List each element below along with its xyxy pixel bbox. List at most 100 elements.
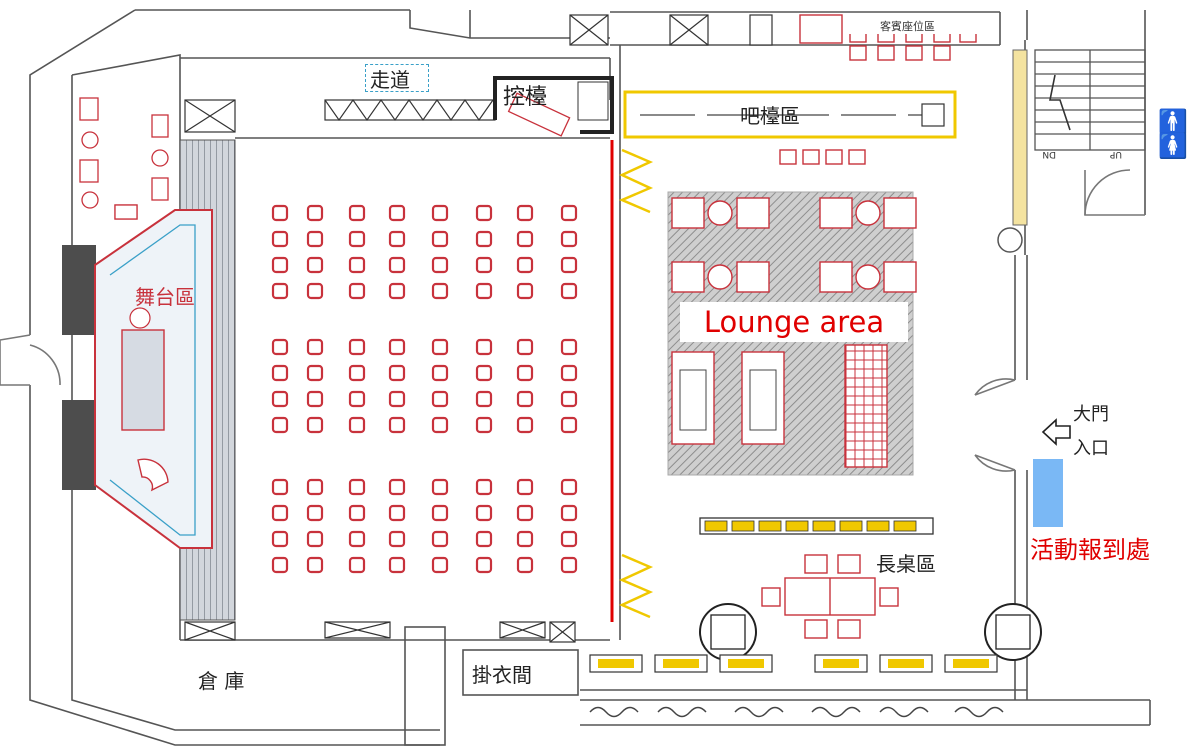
audience-seat — [516, 390, 534, 408]
audience-seat — [560, 282, 578, 300]
stage-area-label: 舞台區 — [135, 285, 195, 309]
audience-seat — [388, 416, 406, 434]
audience-seat — [306, 504, 324, 522]
audience-seat — [431, 556, 449, 574]
wall-block — [62, 400, 96, 490]
audience-seat — [516, 282, 534, 300]
audience-seat — [388, 390, 406, 408]
audience-seat — [560, 556, 578, 574]
audience-seat — [271, 478, 289, 496]
audience-seat — [560, 478, 578, 496]
storage-label: 倉 庫 — [198, 669, 244, 693]
bar-area-label: 吧檯區 — [740, 104, 800, 128]
audience-seat — [516, 204, 534, 222]
right-wall-panel — [1012, 49, 1028, 226]
audience-seat — [516, 256, 534, 274]
bottom-cabinets — [184, 621, 576, 643]
audience-seat — [560, 416, 578, 434]
top-cabinets — [184, 14, 773, 133]
stair-up-label: UP — [1109, 149, 1122, 159]
audience-seat — [271, 230, 289, 248]
audience-seat — [348, 204, 366, 222]
audience-seat — [560, 390, 578, 408]
audience-seat — [431, 204, 449, 222]
audience-seat — [475, 530, 493, 548]
audience-seat — [560, 230, 578, 248]
walkway-highlight-box — [365, 64, 429, 92]
audience-seat — [516, 478, 534, 496]
audience-seat — [348, 530, 366, 548]
audience-seat — [431, 530, 449, 548]
audience-seat — [431, 416, 449, 434]
audience-seat — [271, 338, 289, 356]
vip-seating — [779, 14, 977, 165]
registration-desk-marker[interactable] — [1033, 459, 1063, 527]
audience-seat — [388, 282, 406, 300]
audience-seat — [348, 416, 366, 434]
audience-seat — [388, 364, 406, 382]
main-entrance-label-1: 大門 — [1073, 404, 1109, 425]
audience-seat — [271, 204, 289, 222]
spring-top — [618, 148, 654, 214]
audience-seat — [388, 556, 406, 574]
audience-seat — [560, 530, 578, 548]
audience-seat — [516, 530, 534, 548]
audience-seat — [306, 390, 324, 408]
audience-seat — [475, 390, 493, 408]
audience-seat — [348, 478, 366, 496]
audience-seat — [306, 364, 324, 382]
audience-seat — [560, 338, 578, 356]
audience-seat — [348, 230, 366, 248]
audience-seat — [431, 390, 449, 408]
audience-seat — [475, 204, 493, 222]
audience-seat — [516, 338, 534, 356]
audience-seat — [271, 390, 289, 408]
audience-seat — [306, 230, 324, 248]
audience-seat — [306, 338, 324, 356]
audience-seat — [475, 364, 493, 382]
audience-seat — [516, 416, 534, 434]
bar-counter — [623, 90, 957, 139]
audience-seat — [271, 416, 289, 434]
planter-row — [589, 706, 1004, 718]
audience-seat — [475, 556, 493, 574]
registration-desk-label: 活動報到處 — [1030, 536, 1150, 564]
audience-seat — [306, 556, 324, 574]
audience-seat — [306, 530, 324, 548]
audience-seat — [271, 282, 289, 300]
main-entrance-label-2: 入口 — [1073, 438, 1109, 459]
staircase — [1034, 49, 1146, 151]
audience-seat — [431, 478, 449, 496]
stage-side-seat — [114, 204, 138, 220]
audience-seat — [348, 282, 366, 300]
spring-bottom — [618, 553, 654, 619]
audience-seat — [388, 230, 406, 248]
left-arrow-icon — [1041, 418, 1071, 446]
vip-seating-label: 客賓座位區 — [880, 19, 935, 33]
cloakroom-label: 掛衣間 — [472, 663, 532, 687]
stage — [94, 139, 236, 621]
audience-seat — [306, 256, 324, 274]
audience-seat — [306, 416, 324, 434]
audience-seat — [388, 204, 406, 222]
audience-seat — [348, 556, 366, 574]
audience-seat — [560, 204, 578, 222]
audience-seat — [348, 390, 366, 408]
audience-seat — [348, 256, 366, 274]
audience-seat — [388, 530, 406, 548]
audience-seat — [271, 256, 289, 274]
audience-seat — [560, 364, 578, 382]
audience-seating — [271, 204, 578, 574]
audience-seat — [431, 338, 449, 356]
stair-down-label: DN — [1042, 149, 1056, 159]
audience-seat — [306, 282, 324, 300]
audience-seat — [475, 230, 493, 248]
long-table-area-label: 長桌區 — [876, 552, 936, 576]
audience-seat — [388, 504, 406, 522]
audience-seat — [475, 478, 493, 496]
audience-seat — [516, 556, 534, 574]
audience-seat — [475, 282, 493, 300]
audience-seat — [560, 256, 578, 274]
audience-seat — [306, 204, 324, 222]
